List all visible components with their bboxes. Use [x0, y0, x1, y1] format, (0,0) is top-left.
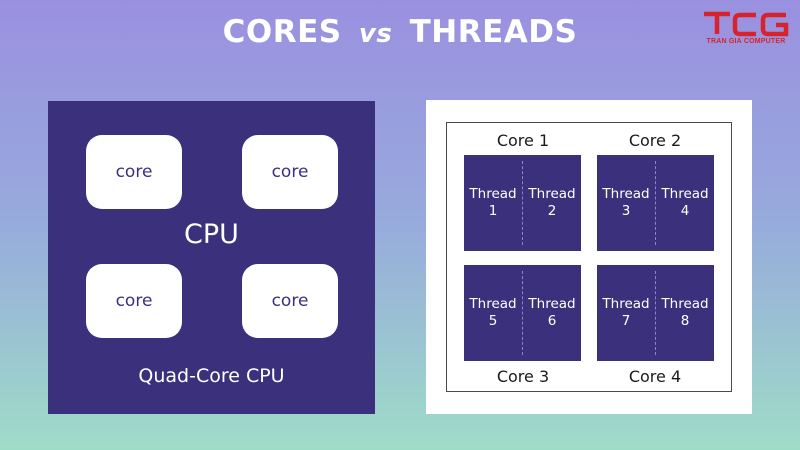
core-1-title: Core 1 — [478, 129, 568, 153]
cpu-label: CPU — [184, 219, 239, 250]
thread-1: Thread 1 — [464, 155, 522, 251]
thread-7: Thread 7 — [597, 265, 655, 361]
page-title: CORES vs THREADS — [0, 10, 800, 54]
thread-number: 8 — [680, 313, 690, 329]
thread-divider — [655, 271, 656, 355]
thread-number: 7 — [621, 313, 631, 329]
thread-word: Thread — [602, 186, 650, 202]
thread-number: 6 — [547, 313, 557, 329]
title-vs: vs — [358, 19, 393, 49]
thread-number: 1 — [488, 203, 498, 219]
thread-word: Thread — [528, 296, 576, 312]
core-3-title: Core 3 — [478, 365, 568, 389]
thread-6: Thread 6 — [523, 265, 581, 361]
quad-core-cpu-panel: core core CPU core core Quad-Core CPU — [48, 101, 375, 414]
thread-word: Thread — [469, 296, 517, 312]
thread-word: Thread — [661, 186, 709, 202]
thread-4: Thread 4 — [656, 155, 714, 251]
thread-word: Thread — [528, 186, 576, 202]
thread-divider — [522, 161, 523, 245]
thread-8: Thread 8 — [656, 265, 714, 361]
thread-number: 4 — [680, 203, 690, 219]
core-box-4: core — [242, 264, 338, 338]
quad-core-label: Quad-Core CPU — [138, 365, 285, 387]
tcg-logo-icon — [704, 11, 789, 37]
tcg-logo: TRAN GIA COMPUTER — [700, 8, 792, 48]
title-threads: THREADS — [409, 14, 578, 50]
thread-3: Thread 3 — [597, 155, 655, 251]
core-box-3: core — [86, 264, 182, 338]
thread-word: Thread — [469, 186, 517, 202]
threads-frame — [446, 122, 732, 392]
thread-5: Thread 5 — [464, 265, 522, 361]
core-2-title: Core 2 — [610, 129, 700, 153]
title-cores: CORES — [222, 14, 342, 50]
thread-divider — [655, 161, 656, 245]
core-box-2: core — [242, 135, 338, 209]
thread-number: 3 — [621, 203, 631, 219]
core-1-block: Thread 1 Thread 2 — [464, 155, 581, 251]
thread-word: Thread — [661, 296, 709, 312]
thread-word: Thread — [602, 296, 650, 312]
thread-number: 5 — [488, 313, 498, 329]
core-4-block: Thread 7 Thread 8 — [597, 265, 714, 361]
core-box-1: core — [86, 135, 182, 209]
thread-number: 2 — [547, 203, 557, 219]
logo-subtitle: TRAN GIA COMPUTER — [706, 38, 786, 45]
thread-divider — [522, 271, 523, 355]
threads-panel: Core 1 Core 2 Thread 1 Thread 2 Thread 3… — [426, 100, 752, 414]
core-2-block: Thread 3 Thread 4 — [597, 155, 714, 251]
core-4-title: Core 4 — [610, 365, 700, 389]
thread-2: Thread 2 — [523, 155, 581, 251]
core-3-block: Thread 5 Thread 6 — [464, 265, 581, 361]
